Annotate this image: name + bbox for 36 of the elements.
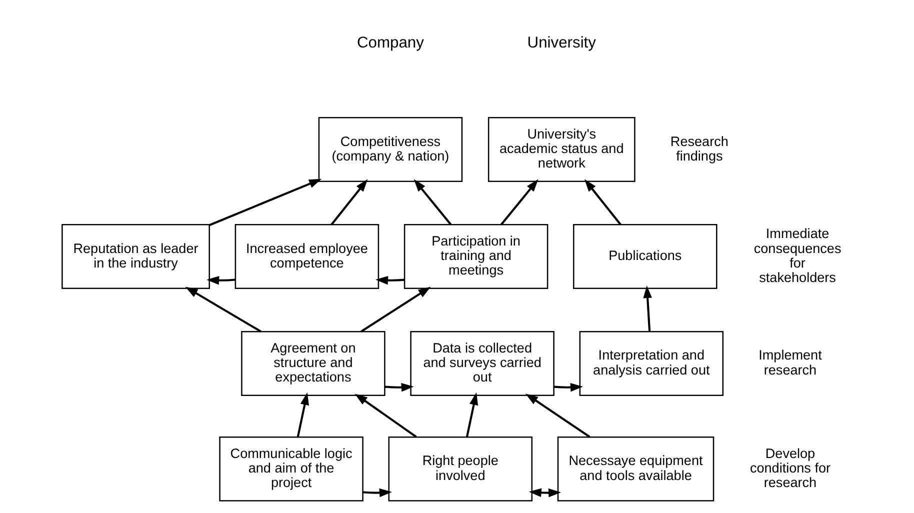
node-box: Agreement on structure and expectations xyxy=(241,331,386,396)
arrow xyxy=(209,178,322,226)
label: University xyxy=(527,34,596,52)
arrow xyxy=(414,179,452,226)
arrow xyxy=(206,276,236,285)
arrow xyxy=(643,285,652,332)
node-box: Communicable logic and aim of the project xyxy=(219,436,364,502)
label: Company xyxy=(356,34,424,52)
node-box: Competitiveness (company & nation) xyxy=(318,117,463,182)
node-box: University's academic status and network xyxy=(488,117,636,182)
label: Develop conditions for research xyxy=(750,446,831,490)
arrow xyxy=(362,488,392,498)
node-box: Participation in training and meetings xyxy=(404,224,548,289)
arrow xyxy=(296,392,309,438)
node-box: Necessaye equipment and tools available xyxy=(557,436,714,502)
arrow xyxy=(466,392,478,438)
arrow xyxy=(185,286,262,332)
arrow xyxy=(360,286,431,332)
label: Immediate consequences for stakeholders xyxy=(754,226,842,285)
arrow xyxy=(554,382,584,392)
arrow xyxy=(525,394,590,438)
arrow xyxy=(500,179,538,226)
node-box: Data is collected and surveys carried out xyxy=(410,331,554,396)
node-box: Right people involved xyxy=(388,436,533,502)
node-box: Reputation as leader in the industry xyxy=(62,224,210,289)
arrow xyxy=(528,488,562,498)
arrow xyxy=(384,382,414,392)
arrow xyxy=(584,179,622,226)
arrow xyxy=(375,276,405,285)
node-box: Publications xyxy=(573,224,718,289)
node-box: Interpretation and analysis carried out xyxy=(579,331,724,396)
label: Implement research xyxy=(758,348,822,378)
arrow xyxy=(354,394,417,438)
arrow xyxy=(330,179,368,226)
node-box: Increased employee competence xyxy=(234,224,380,289)
label: Research findings xyxy=(670,134,728,164)
